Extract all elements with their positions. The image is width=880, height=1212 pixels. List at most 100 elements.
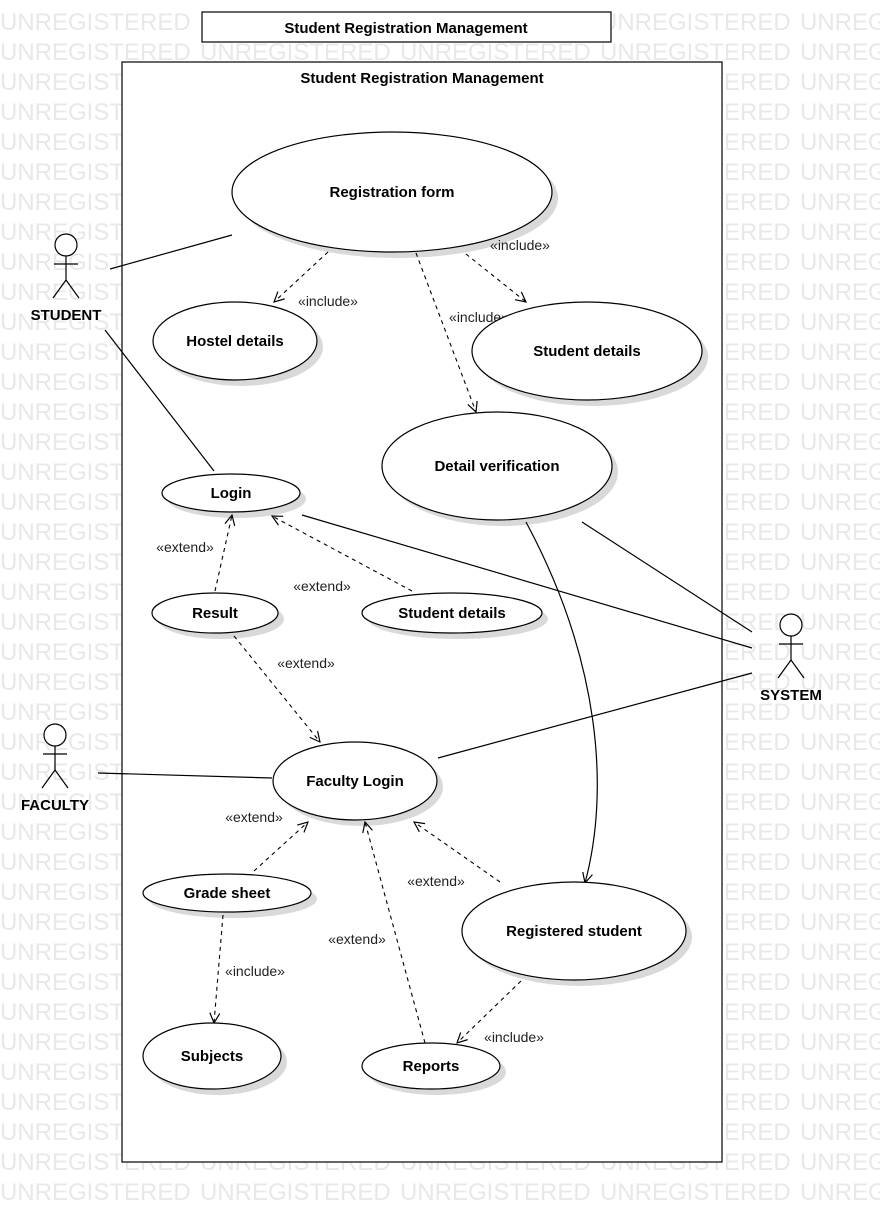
stereotype-labels: «include» «include» «include» «extend» «… [156,237,550,1045]
use-case-label: Registered student [506,923,642,940]
extend-result-login [214,515,232,592]
stereotype-include-label: «include» [484,1029,544,1045]
watermark-text: UNREGISTERED [400,1209,591,1212]
stereotype-extend-label: «extend» [225,809,283,825]
use-case-label: Result [192,605,238,622]
stereotype-extend-label: «extend» [293,578,351,594]
watermark-text: UNREGISTERED [800,399,880,426]
stick-figure-icon [41,723,69,789]
include-subjects [214,914,224,1023]
association-student-login [104,329,215,472]
actor-student[interactable]: STUDENT [31,233,102,324]
stereotype-include-label: «include» [490,237,550,253]
watermark-text: UNREGISTERED [800,1059,880,1086]
stereotype-include-label: «include» [449,309,509,325]
use-case-subjects[interactable]: Subjects [142,1022,282,1090]
watermark-text: UNREGISTERED [800,99,880,126]
use-case-label: Registration form [329,184,454,201]
watermark-text: UNREGISTERED [800,1209,880,1212]
actor-faculty[interactable]: FACULTY [21,723,89,814]
association-student-registration [109,234,233,270]
association-verification-registered [525,521,598,883]
use-case-label: Grade sheet [184,885,271,902]
watermark-text: UNREGISTERED [800,459,880,486]
watermark-text: UNREGISTERED [800,249,880,276]
watermark-text: UNREGISTERED [800,9,880,36]
use-case-label: Reports [403,1058,460,1075]
use-case-faculty-login[interactable]: Faculty Login [272,741,438,821]
watermark-text: UNREGISTERED [800,519,880,546]
watermark-text: UNREGISTERED [600,1209,791,1212]
watermark-text: UNREGISTERED [800,669,880,696]
watermark-text: UNREGISTERED [800,1029,880,1056]
watermark-text: UNREGISTERED [800,1149,880,1176]
actor-system[interactable]: SYSTEM [760,613,822,704]
use-case-detail-verification[interactable]: Detail verification [381,411,613,521]
watermark-text: UNREGISTERED [800,849,880,876]
watermark-text: UNREGISTERED [800,489,880,516]
use-case-label: Student details [533,343,641,360]
use-case-registration-form[interactable]: Registration form [231,131,553,253]
watermark-text: UNREGISTERED [0,9,191,36]
association-system-login [301,514,753,649]
watermark-text: UNREGISTERED [800,69,880,96]
watermark-text: UNREGISTERED [800,579,880,606]
use-case-student-details-2[interactable]: Student details [361,592,543,634]
actor-label: STUDENT [31,307,102,324]
watermark-text: UNREGISTERED [800,759,880,786]
use-case-result[interactable]: Result [151,592,279,634]
stereotype-extend-label: «extend» [407,873,465,889]
diagram-frame [201,11,612,43]
use-case-reports[interactable]: Reports [361,1042,501,1090]
watermark-text: UNREGISTERED [800,609,880,636]
watermark-text: UNREGISTERED [800,369,880,396]
stereotype-extend-label: «extend» [277,655,335,671]
watermark-text: UNREGISTERED [800,879,880,906]
watermark-text: UNREGISTERED [0,1179,191,1206]
watermark-text: UNREGISTERED [800,1179,880,1206]
watermark-text: UNREGISTERED [800,999,880,1026]
associations [97,234,753,883]
watermark-text: UNREGISTERED [800,969,880,996]
watermark-text: UNREGISTERED [800,939,880,966]
frame-title: Student Registration Management [284,20,527,37]
association-faculty-faculty-login [97,772,273,779]
watermark-text: UNREGISTERED [600,9,791,36]
use-case-registered-student[interactable]: Registered student [461,881,687,981]
use-case-hostel-details[interactable]: Hostel details [152,301,318,381]
dependencies [214,251,526,1044]
watermark-text: UNREGISTERED [800,159,880,186]
watermark-text: UNREGISTERED [800,549,880,576]
watermark-text: UNREGISTERED [800,909,880,936]
watermark-text: UNREGISTERED [800,1119,880,1146]
watermark-text: UNREGISTERED [400,1179,591,1206]
stereotype-include-label: «include» [298,293,358,309]
actor-label: FACULTY [21,797,89,814]
stereotype-extend-label: «extend» [156,539,214,555]
use-case-label: Hostel details [186,333,284,350]
extend-reports-faculty-login [365,822,426,1044]
stereotype-include-label: «include» [225,963,285,979]
watermark-text: UNREGISTERED [800,729,880,756]
use-case-label: Faculty Login [306,773,404,790]
watermark-text: UNREGISTERED [800,129,880,156]
watermark-text: UNREGISTERED [800,429,880,456]
use-case-label: Student details [398,605,506,622]
association-system-faculty-login [437,672,753,759]
watermark-text: UNREGISTERED [800,309,880,336]
use-case-label: Login [211,485,252,502]
use-case-label: Detail verification [434,458,559,475]
use-case-login[interactable]: Login [161,473,301,513]
stick-figure-icon [777,613,805,679]
extend-registered-faculty-login [414,822,501,883]
system-boundary-title: Student Registration Management [300,70,543,87]
use-case-student-details[interactable]: Student details [471,301,703,401]
watermark-text: UNREGISTERED [600,1179,791,1206]
watermark-text: UNREGISTERED [800,39,880,66]
watermark-text: UNREGISTERED [800,279,880,306]
watermark-text: UNREGISTERED [800,219,880,246]
stick-figure-icon [52,233,80,299]
use-case-grade-sheet[interactable]: Grade sheet [142,873,312,913]
stereotype-extend-label: «extend» [328,931,386,947]
